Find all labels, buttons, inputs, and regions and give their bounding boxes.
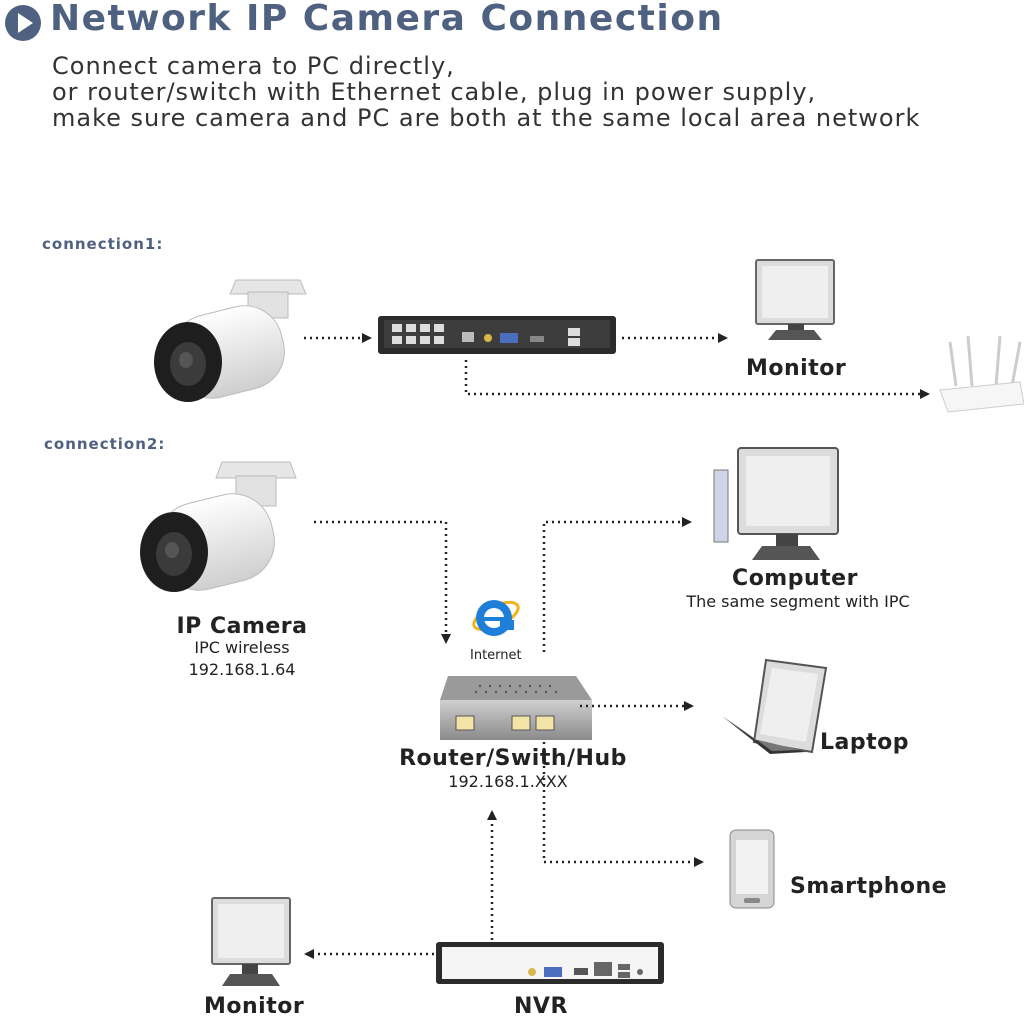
monitor-label-2: Monitor	[204, 994, 305, 1019]
nvr-icon	[436, 942, 664, 984]
nvr-label: NVR	[514, 994, 568, 1019]
internet-label: Internet	[470, 648, 522, 663]
connection1-label: connection1:	[42, 235, 164, 253]
router-title: Router/Swith/Hub	[399, 746, 627, 771]
ip-camera-subtitle: IPC wireless	[194, 638, 290, 657]
subtitle-line-1: Connect camera to PC directly,	[52, 52, 455, 80]
smartphone-icon	[729, 829, 775, 909]
smartphone-label: Smartphone	[790, 874, 948, 899]
monitor-icon-2	[211, 897, 291, 986]
subtitle-line-3: make sure camera and PC are both at the …	[52, 104, 921, 132]
laptop-label: Laptop	[820, 730, 909, 755]
monitor-icon-1	[755, 259, 835, 340]
page-title: Network IP Camera Connection	[50, 0, 724, 39]
computer-subtitle: The same segment with IPC	[686, 592, 910, 611]
subtitle-line-2: or router/switch with Ethernet cable, pl…	[52, 78, 817, 106]
monitor-label-1: Monitor	[746, 356, 847, 381]
laptop-icon	[722, 658, 828, 754]
connector-router-to-computer	[542, 517, 692, 652]
internet-explorer-icon	[472, 600, 520, 636]
play-arrow-icon	[5, 5, 41, 41]
connection2-label: connection2:	[44, 435, 166, 453]
connector-nvr-to-router	[464, 360, 930, 399]
router-switch-hub-icon	[440, 676, 592, 740]
ip-camera-ip: 192.168.1.64	[188, 660, 296, 679]
connector-router-to-smartphone	[542, 742, 704, 867]
ip-camera-title: IP Camera	[176, 614, 308, 639]
nvr-poe-icon	[378, 316, 616, 354]
connector-camera-to-router	[314, 520, 451, 644]
computer-title: Computer	[732, 566, 858, 591]
camera-icon-2	[140, 461, 297, 592]
computer-icon	[713, 447, 839, 560]
wifi-router-icon	[939, 335, 1024, 413]
router-ip: 192.168.1.XXX	[448, 772, 568, 791]
camera-icon-1	[154, 279, 307, 402]
